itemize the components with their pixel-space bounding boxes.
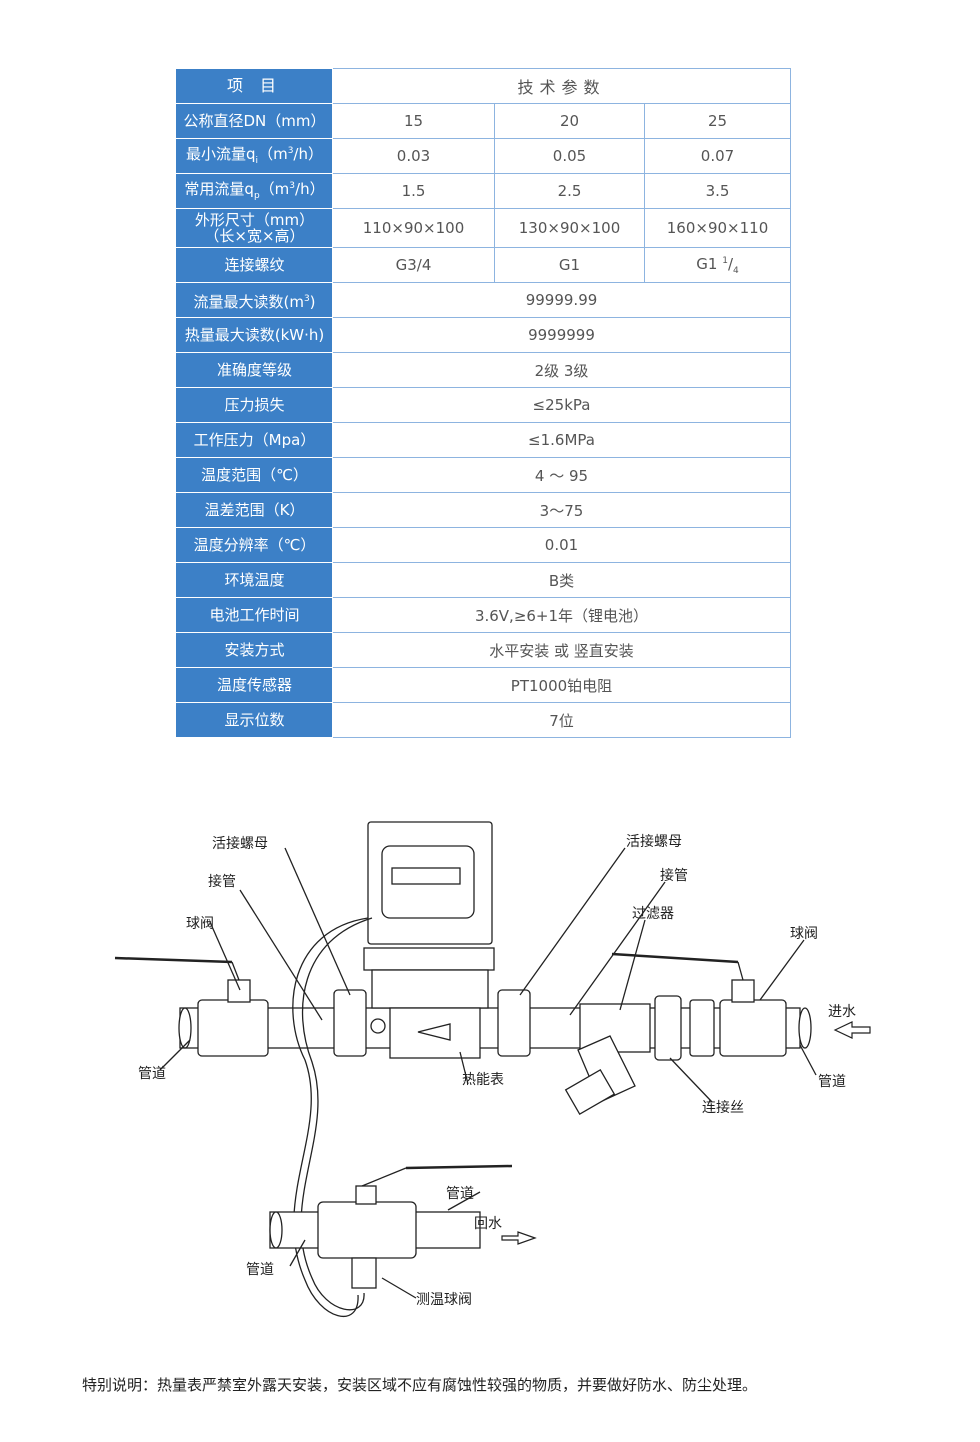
- cell: 0.03: [332, 138, 495, 174]
- label-connector-pipe-right: 接管: [660, 867, 688, 884]
- row-label: 热量最大读数(kW·h): [176, 317, 333, 353]
- label-ball-valve-left: 球阀: [186, 916, 214, 932]
- row-label: 流量最大读数(m3): [176, 282, 333, 318]
- label-filter: 过滤器: [632, 906, 674, 922]
- table-header-row: 项 目 技术参数: [176, 68, 791, 104]
- label-return-water: 回水: [474, 1216, 502, 1232]
- spec-table: 项 目 技术参数 公称直径DN（mm） 15 20 25 最小流量qi（m3/h…: [176, 68, 791, 738]
- return-arrow: [501, 1231, 537, 1245]
- row-label: 最小流量qi（m3/h）: [176, 138, 333, 174]
- cell: ≤25kPa: [332, 387, 791, 423]
- row-label: 温度范围（℃）: [176, 457, 333, 493]
- table-row: 外形尺寸（mm）（长×宽×高） 110×90×100 130×90×100 16…: [176, 208, 791, 248]
- cell: 130×90×100: [494, 208, 645, 248]
- inlet-arrow: [833, 1021, 871, 1039]
- cell: 4 ～ 95: [332, 457, 791, 493]
- valve-handle-right: [611, 952, 739, 964]
- cell: G1: [494, 247, 645, 283]
- cell: 0.05: [494, 138, 645, 174]
- label-inlet: 进水: [828, 1004, 856, 1020]
- cell: 3.6V,≥6+1年（锂电池）: [332, 597, 791, 633]
- row-label: 压力损失: [176, 387, 333, 423]
- table-row: 常用流量qp（m3/h） 1.5 2.5 3.5: [176, 173, 791, 209]
- row-label: 温度传感器: [176, 667, 333, 703]
- table-row: 温差范围（K）3～75: [176, 492, 791, 528]
- label-heat-meter: 热能表: [462, 1072, 504, 1088]
- row-label: 温差范围（K）: [176, 492, 333, 528]
- label-pipe-return-top: 管道: [446, 1186, 474, 1202]
- table-row: 热量最大读数(kW·h)9999999: [176, 317, 791, 353]
- cell: 20: [494, 103, 645, 139]
- label-union-nut-left: 活接螺母: [212, 835, 268, 852]
- cell: 1.5: [332, 173, 495, 209]
- cell: 15: [332, 103, 495, 139]
- label-pipe-right: 管道: [818, 1074, 846, 1090]
- cell: 2.5: [494, 173, 645, 209]
- row-label: 准确度等级: [176, 352, 333, 388]
- cell: PT1000铂电阻: [332, 667, 791, 703]
- row-label: 工作压力（Mpa）: [176, 422, 333, 458]
- row-label: 电池工作时间: [176, 597, 333, 633]
- table-row: 压力损失≤25kPa: [176, 387, 791, 423]
- label-pipe-return-left: 管道: [246, 1262, 274, 1278]
- table-row: 温度分辨率（℃）0.01: [176, 527, 791, 563]
- table-row: 温度范围（℃）4 ～ 95: [176, 457, 791, 493]
- header-params: 技术参数: [332, 68, 791, 104]
- table-row: 安装方式水平安装 或 竖直安装: [176, 632, 791, 668]
- table-row: 工作压力（Mpa）≤1.6MPa: [176, 422, 791, 458]
- valve-handle-left: [114, 956, 233, 964]
- cell: 水平安装 或 竖直安装: [332, 632, 791, 668]
- cell: 9999999: [332, 317, 791, 353]
- table-row: 公称直径DN（mm） 15 20 25: [176, 103, 791, 139]
- row-label: 连接螺纹: [176, 247, 333, 283]
- header-item: 项 目: [176, 68, 333, 104]
- sensor-cable: [292, 917, 369, 1317]
- ball-valve-left-body: [197, 999, 269, 1057]
- temp-ball-valve-body: [317, 1201, 417, 1259]
- cell: 99999.99: [332, 282, 791, 318]
- table-row: 连接螺纹 G3/4 G1 G1 1/4: [176, 247, 791, 283]
- union-nut-right: [497, 989, 531, 1057]
- row-label: 常用流量qp（m3/h）: [176, 173, 333, 209]
- label-union-nut-right: 活接螺母: [626, 833, 682, 850]
- row-label: 外形尺寸（mm）（长×宽×高）: [176, 208, 333, 248]
- cell: ≤1.6MPa: [332, 422, 791, 458]
- cell: 3.5: [644, 173, 791, 209]
- cell: 7位: [332, 702, 791, 738]
- row-label: 显示位数: [176, 702, 333, 738]
- label-pipe-left: 管道: [138, 1066, 166, 1082]
- label-ball-valve-right: 球阀: [790, 926, 818, 942]
- cell: 110×90×100: [332, 208, 495, 248]
- cell: 160×90×110: [644, 208, 791, 248]
- cell: 3～75: [332, 492, 791, 528]
- cell: G1 1/4: [644, 247, 791, 283]
- cell: 0.07: [644, 138, 791, 174]
- table-row: 流量最大读数(m3)99999.99: [176, 282, 791, 318]
- union-nut-left: [333, 989, 367, 1057]
- row-label: 环境温度: [176, 562, 333, 598]
- row-label: 安装方式: [176, 632, 333, 668]
- cell: 0.01: [332, 527, 791, 563]
- cell: G3/4: [332, 247, 495, 283]
- installation-diagram: 活接螺母 接管 球阀 管道 热能表 活接螺母 接管 过滤器 球阀 进水 管道 连…: [114, 821, 871, 1317]
- row-label: 温度分辨率（℃）: [176, 527, 333, 563]
- table-row: 最小流量qi（m3/h） 0.03 0.05 0.07: [176, 138, 791, 174]
- cell: 25: [644, 103, 791, 139]
- label-connecting-thread: 连接丝: [702, 1099, 744, 1116]
- special-note: 特别说明：热量表严禁室外露天安装，安装区域不应有腐蚀性较强的物质，并要做好防水、…: [82, 1376, 758, 1394]
- label-connector-pipe-left: 接管: [208, 873, 236, 890]
- row-label: 公称直径DN（mm）: [176, 103, 333, 139]
- ball-valve-right-body: [719, 999, 787, 1057]
- cell: B类: [332, 562, 791, 598]
- cell: 2级 3级: [332, 352, 791, 388]
- label-temp-ball-valve: 测温球阀: [416, 1292, 472, 1308]
- connecting-thread-fitting: [654, 995, 682, 1061]
